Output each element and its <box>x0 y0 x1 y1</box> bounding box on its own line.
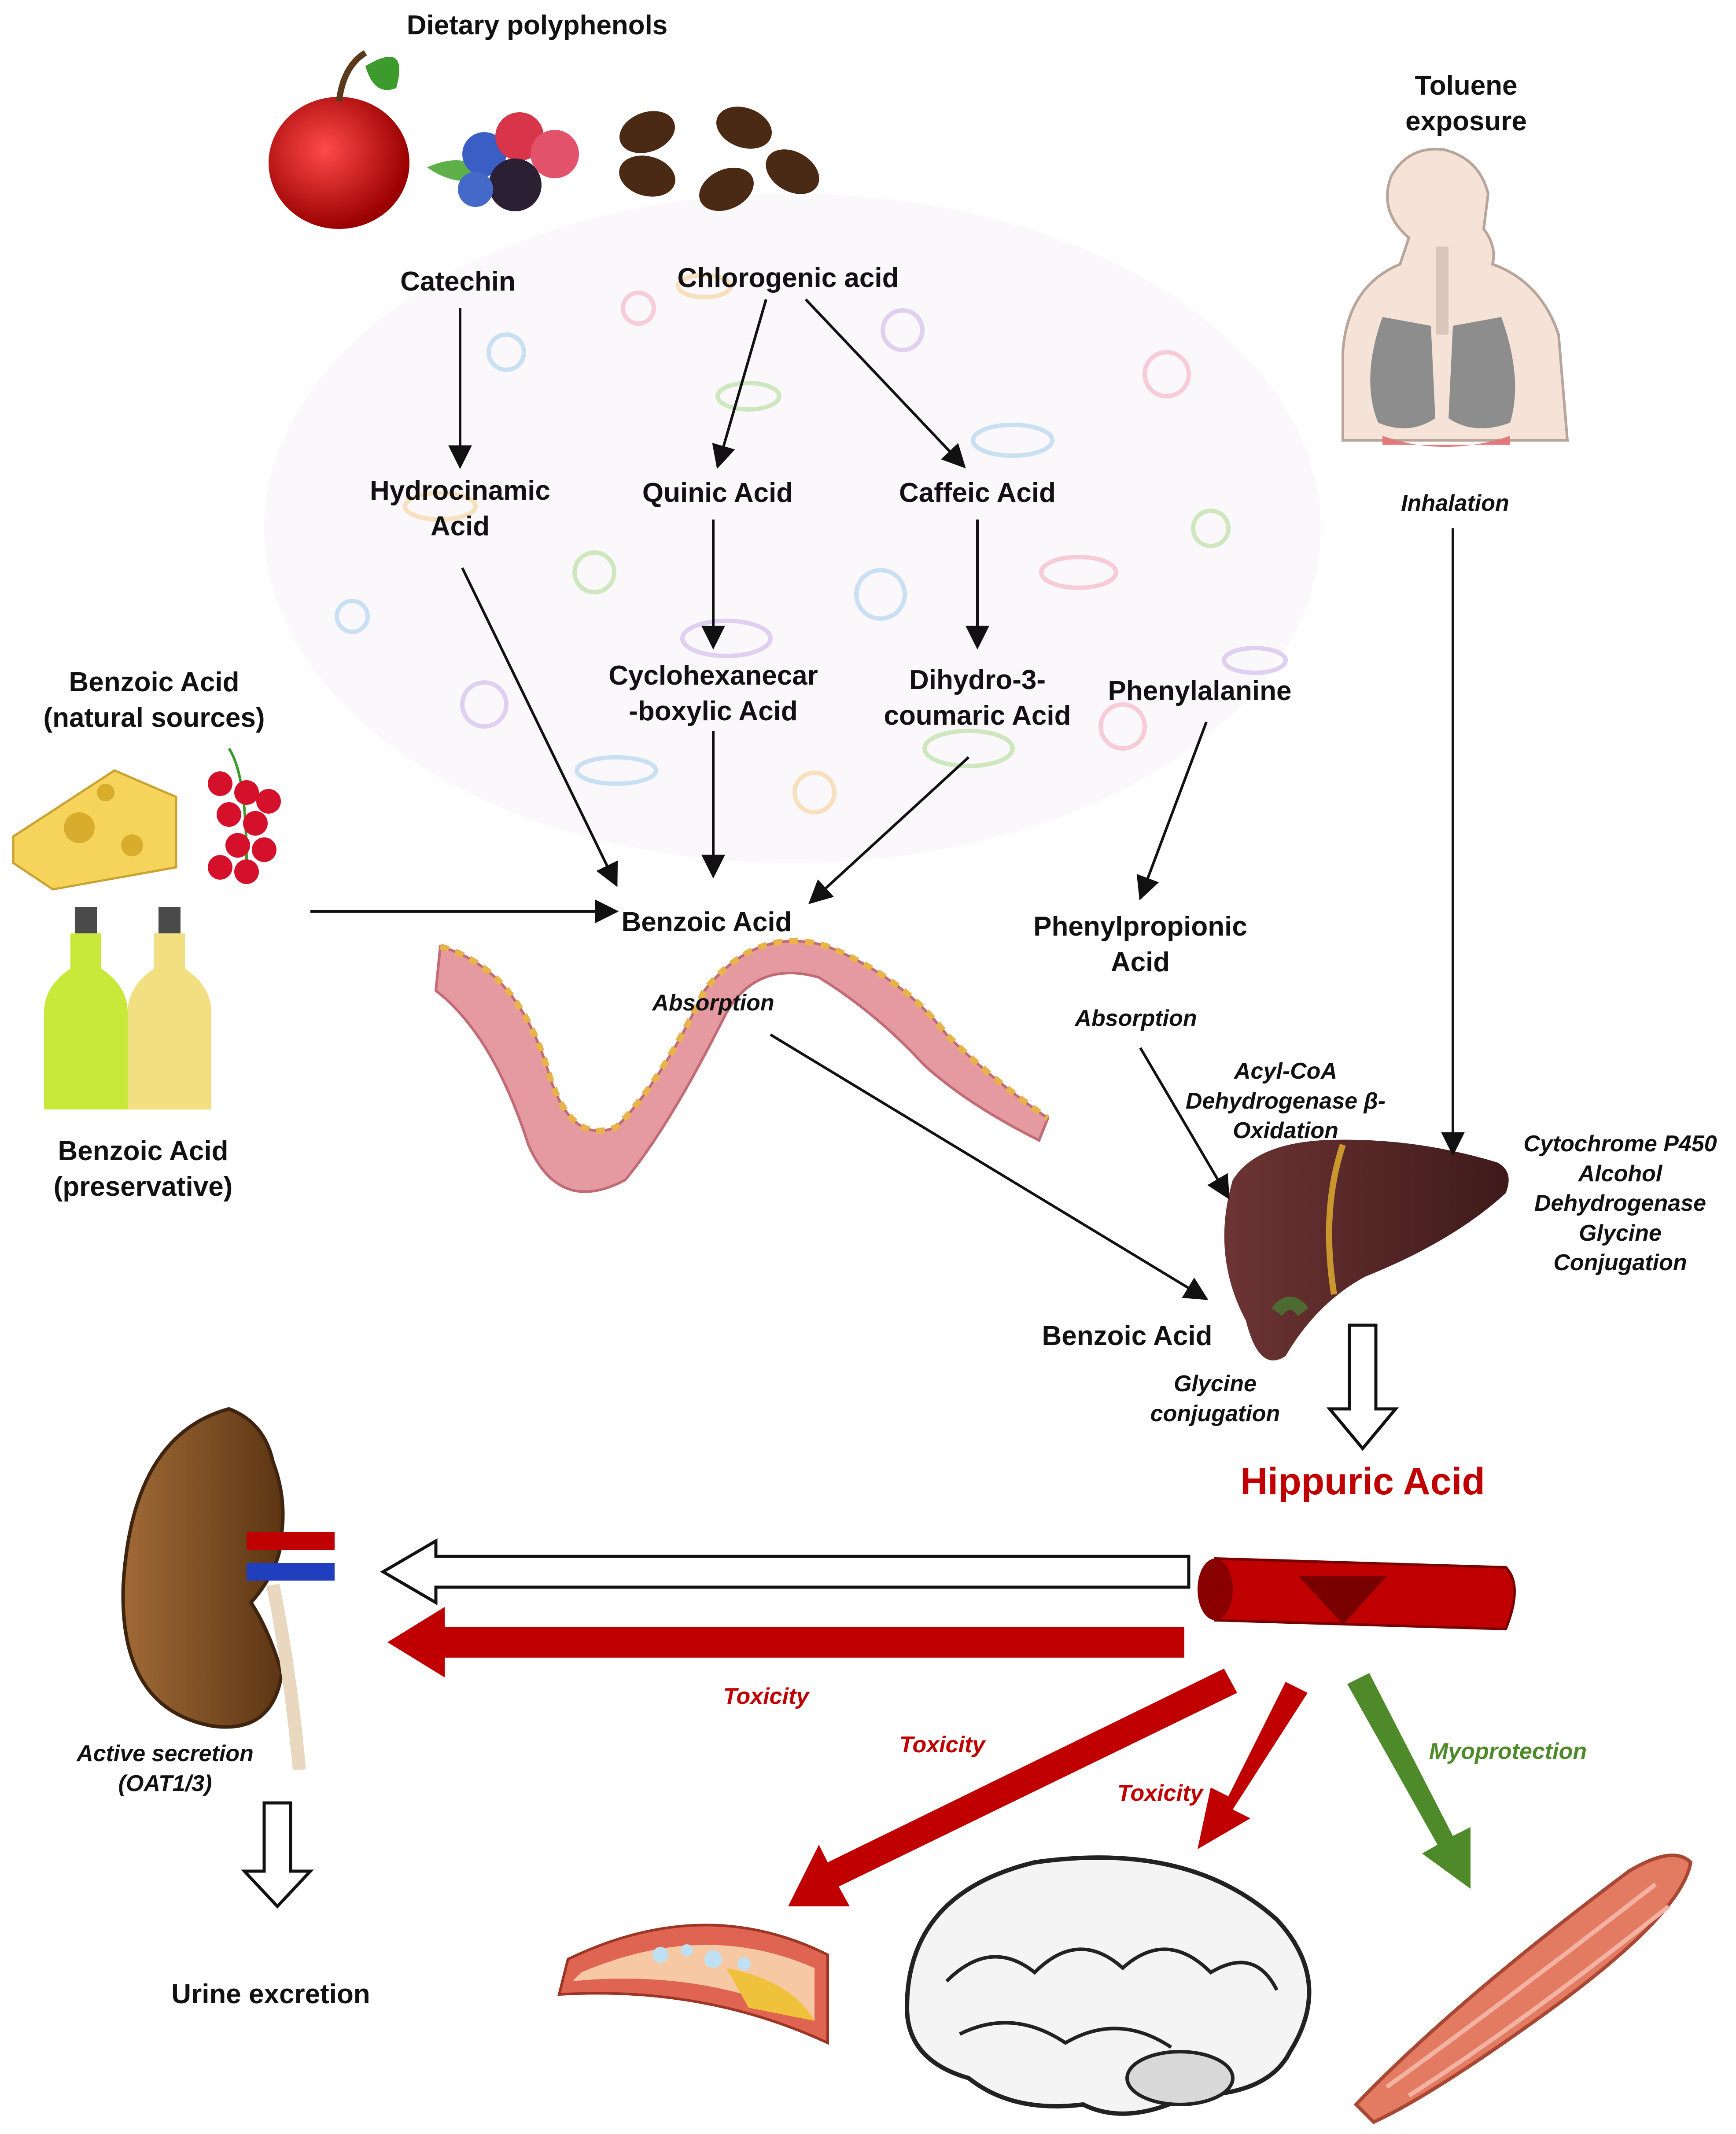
arrow-phenylpropionic-liver <box>1139 1047 1230 1200</box>
benzoic-natural-label: Benzoic Acid (natural sources) <box>43 665 265 736</box>
liver-icon <box>1224 1139 1509 1360</box>
dihydro-line-2: coumaric Acid <box>884 700 1071 731</box>
kidney-icon <box>121 1407 335 1771</box>
toxicity-brain-arrow <box>1198 1682 1308 1849</box>
toxicity-kidney-label: Toxicity <box>723 1684 809 1709</box>
caffeic-acid-label: Caffeic Acid <box>899 478 1056 508</box>
arrow-liver-hippuric <box>1326 1323 1399 1451</box>
redcurrant-icon <box>208 748 281 884</box>
acyl-coa-label: Acyl-CoA Dehydrogenase β- Oxidation <box>1186 1057 1386 1146</box>
hollow-arrows <box>240 1323 1399 1909</box>
toluene-exposure-label: Toluene exposure <box>1405 68 1527 139</box>
artery-plaque-icon <box>557 1924 829 2045</box>
berries-icon <box>427 112 579 211</box>
benzoic-acid-liver-label: Benzoic Acid <box>1042 1321 1213 1351</box>
dihydro-line-1: Dihydro-3- <box>909 665 1046 695</box>
arrow-kidney-urine <box>240 1801 314 1909</box>
bottle-icon <box>44 907 211 1109</box>
arrow-hydrocinamic-benzoic <box>461 567 618 887</box>
toxicity-vessel-arrow <box>788 1669 1237 1906</box>
cyclohexane-line-2: -boxylic Acid <box>629 696 798 726</box>
coffee-beans-icon <box>619 107 819 211</box>
acyl-line-2: Dehydrogenase β- <box>1185 1088 1386 1114</box>
hippuric-acid-label: Hippuric Acid <box>1240 1460 1485 1503</box>
benzoic-pres-line-1: Benzoic Acid <box>58 1136 229 1166</box>
benzoic-preservative-label: Benzoic Acid (preservative) <box>54 1134 233 1205</box>
glycine-line-1: Glycine <box>1174 1371 1257 1397</box>
dietary-polyphenols-label: Dietary polyphenols <box>406 10 668 41</box>
toluene-line-2: exposure <box>1405 106 1527 136</box>
benzoic-pres-line-2: (preservative) <box>53 1171 233 1202</box>
glycine-conjugation-label: Glycine conjugation <box>1150 1369 1280 1429</box>
cyclohexane-line-1: Cyclohexanecar <box>608 660 818 691</box>
cyto-line-5: Conjugation <box>1553 1250 1687 1276</box>
cyto-line-4: Glycine <box>1579 1220 1662 1246</box>
arrow-chlorogenic-quinic <box>712 299 767 469</box>
cyto-line-3: Dehydrogenase <box>1534 1190 1707 1216</box>
myoprotection-arrow <box>1347 1673 1471 1889</box>
muscle-icon <box>1353 1854 1693 2124</box>
benzoic-acid-gut-label: Benzoic Acid <box>621 907 792 937</box>
pathway-arrows <box>310 298 1465 1300</box>
absorption-phenylpropionic-label: Absorption <box>1075 1006 1197 1031</box>
acyl-line-3: Oxidation <box>1233 1118 1338 1144</box>
intestine-icon <box>434 938 1050 1193</box>
hydrocinamic-line-1: Hydrocinamic <box>369 475 551 506</box>
chlorogenic-acid-label: Chlorogenic acid <box>677 263 899 293</box>
arrow-hippuric-kidney <box>380 1538 1191 1606</box>
myoprotection-label: Myoprotection <box>1429 1739 1587 1764</box>
phenylpropionic-line-1: Phenylpropionic <box>1033 911 1247 942</box>
toxicity-brain-label: Toxicity <box>1117 1780 1203 1806</box>
arrow-dihydro-benzoic <box>808 756 970 904</box>
dihydrocoumaric-acid-label: Dihydro-3- coumaric Acid <box>884 663 1071 733</box>
absorption-gut-label: Absorption <box>652 990 774 1016</box>
effect-arrows <box>387 1607 1471 1906</box>
toxicity-kidney-arrow <box>387 1607 1184 1677</box>
secretion-line-1: Active secretion <box>77 1741 254 1766</box>
brain-icon <box>904 1855 1312 2116</box>
microbe-cloud <box>264 194 1321 863</box>
human-lungs-icon <box>1342 147 1569 447</box>
urine-excretion-label: Urine excretion <box>171 1979 370 2009</box>
benzoic-natural-line-1: Benzoic Acid <box>69 667 240 697</box>
cyclohexanecarboxylic-acid-label: Cyclohexanecar -boxylic Acid <box>608 658 818 729</box>
apple-icon <box>269 50 409 229</box>
arrow-absorption-liver <box>770 1033 1209 1300</box>
arrow-phenylalanine-phenylpropionic <box>1136 721 1208 901</box>
quinic-acid-label: Quinic Acid <box>642 478 793 508</box>
acyl-line-1: Acyl-CoA <box>1234 1058 1338 1084</box>
toxicity-vessel-label: Toxicity <box>899 1732 985 1758</box>
secretion-line-2: (OAT1/3) <box>118 1770 212 1796</box>
cyto-line-2: Alcohol <box>1578 1161 1662 1187</box>
phenylalanine-label: Phenylalanine <box>1108 676 1292 706</box>
phenylpropionic-line-2: Acid <box>1110 947 1170 977</box>
glycine-line-2: conjugation <box>1150 1401 1280 1426</box>
arrow-chlorogenic-caffeic <box>804 298 966 468</box>
active-secretion-label: Active secretion (OAT1/3) <box>77 1739 254 1799</box>
benzoic-natural-line-2: (natural sources) <box>43 702 265 733</box>
toluene-line-1: Toluene <box>1415 70 1518 101</box>
catechin-label: Catechin <box>400 266 516 297</box>
hydrocinamic-line-2: Acid <box>430 511 490 542</box>
cheese-icon <box>12 769 177 891</box>
inhalation-label: Inhalation <box>1401 490 1509 516</box>
cyto-line-1: Cytochrome P450 <box>1523 1131 1717 1157</box>
blood-vessel-icon <box>1198 1557 1516 1631</box>
